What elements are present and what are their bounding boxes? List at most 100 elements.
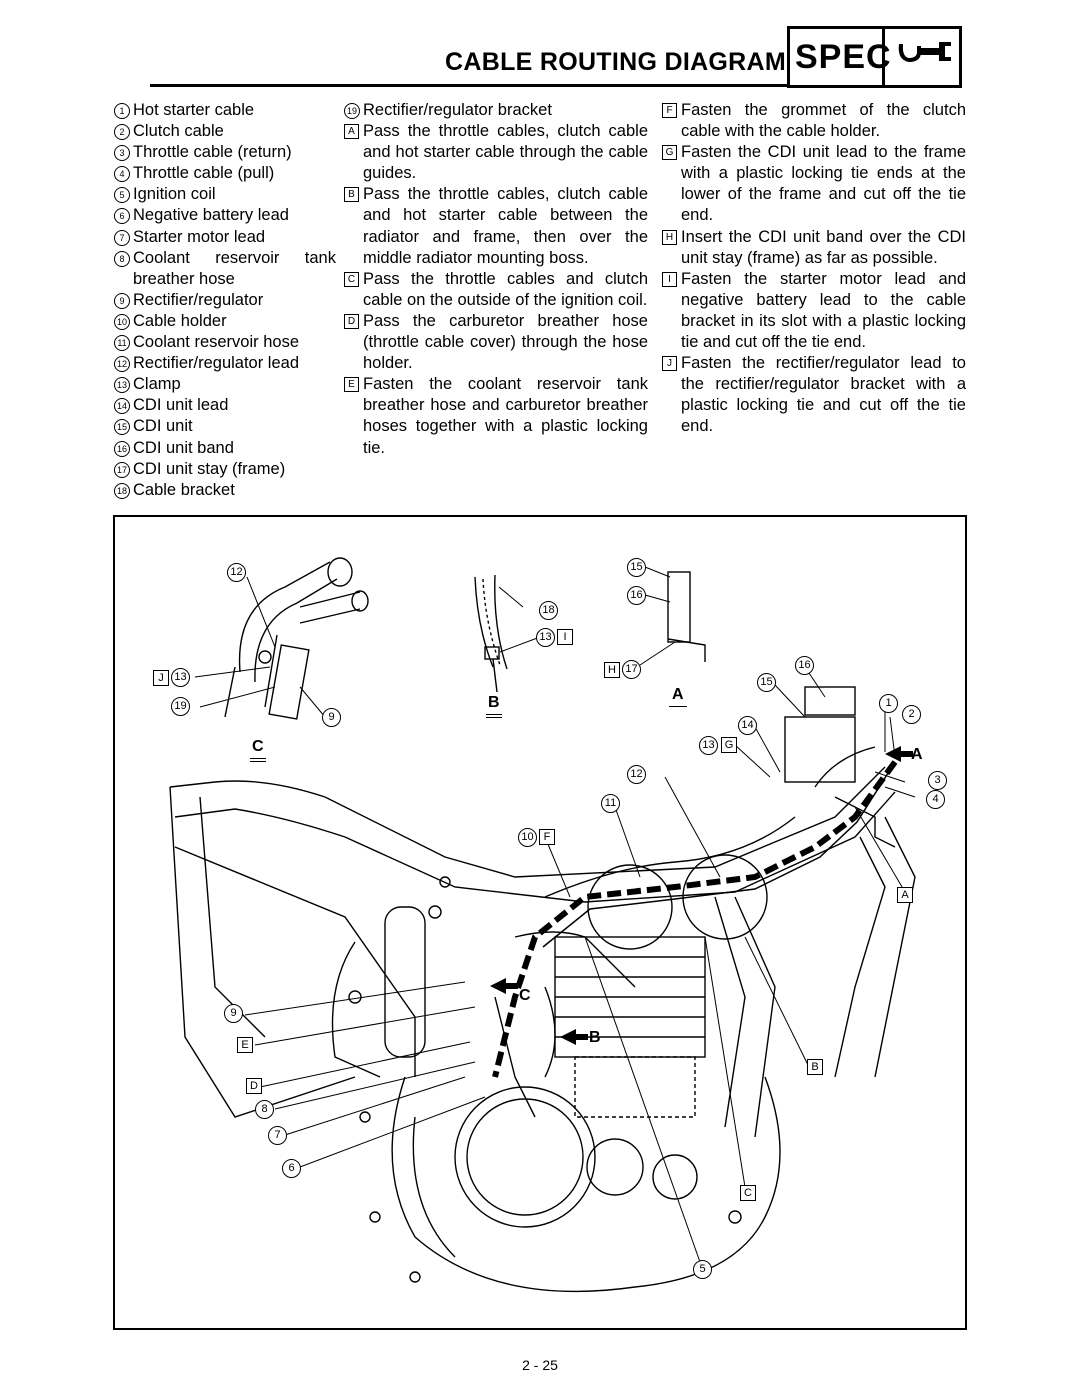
marker-label: 3: [114, 145, 130, 162]
part-name: Rectifier/regulator bracket: [363, 101, 552, 119]
part-number-marker: 13: [114, 374, 133, 394]
part-number-marker: 11: [114, 332, 133, 352]
instruction-letter-marker: A: [344, 121, 363, 140]
marker-label: H: [662, 229, 677, 245]
part-number-marker: 12: [114, 353, 133, 373]
part-number-marker: 18: [114, 480, 133, 499]
callout-2: 2: [902, 705, 921, 724]
marker-label: E: [344, 377, 359, 393]
view-arrows: [490, 746, 913, 1045]
instruction-letter-marker: F: [662, 100, 681, 118]
callout-d: D: [246, 1078, 262, 1094]
marker-label: 17: [114, 461, 130, 478]
marker-label: 8: [114, 250, 130, 267]
part-number-marker: 17: [114, 459, 133, 478]
part-name: CDI unit: [133, 417, 193, 436]
instruction-text: Fasten the grommet of the clutch cable w…: [681, 101, 966, 141]
callout-16a: 16: [627, 586, 646, 605]
marker-label: 19: [344, 103, 360, 119]
part-number-marker: 6: [114, 205, 133, 225]
arrow-label-a: A: [911, 746, 923, 763]
marker-label: I: [662, 271, 677, 287]
wrench-icon: [898, 42, 951, 62]
instruction-text: Fasten the rectifier/regulator lead to t…: [681, 354, 966, 436]
callout-8: 8: [255, 1100, 274, 1119]
callout-15b: 15: [757, 673, 776, 692]
instruction-text: Pass the throttle cables, clutch cable a…: [363, 122, 648, 183]
callout-10f: 10: [518, 828, 537, 847]
instruction-text: Fasten the coolant reservoir tank breath…: [363, 375, 648, 457]
arrow-label-b: B: [589, 1029, 601, 1046]
marker-label: 10: [114, 313, 130, 330]
part-name: Starter motor lead: [133, 227, 266, 246]
instruction-text: Pass the throttle cables and clutch cabl…: [363, 269, 648, 309]
callout-c: C: [740, 1185, 756, 1201]
part-name: Clamp: [133, 375, 181, 394]
view-label-a: A: [672, 686, 684, 703]
part-number-marker: 7: [114, 227, 133, 246]
callout-9a: 9: [322, 708, 341, 727]
marker-label: 13: [114, 377, 130, 394]
callout-6: 6: [282, 1159, 301, 1178]
callout-12b: 12: [627, 765, 646, 784]
instruction-text: Fasten the starter motor lead and negati…: [681, 269, 966, 352]
part-name: Coolant reservoir hose: [133, 333, 299, 352]
marker-label: 18: [114, 482, 130, 499]
view-underline-a: [669, 706, 687, 707]
part-number-marker: 4: [114, 163, 133, 183]
marker-label: B: [344, 187, 359, 203]
part-name: Coolant reservoir tank breather hose: [133, 248, 336, 288]
part-number-marker: 8: [114, 248, 133, 267]
callout-f: F: [539, 829, 555, 845]
instruction-letter-marker: E: [344, 374, 363, 393]
callout-5: 5: [693, 1260, 712, 1279]
marker-label: 16: [114, 440, 130, 457]
part-name: CDI unit stay (frame): [133, 459, 286, 478]
marker-label: G: [662, 145, 677, 161]
view-underline-c2: [250, 761, 266, 762]
instruction-letter-marker: H: [662, 227, 681, 245]
callout-h: H: [604, 662, 620, 678]
view-label-c: C: [252, 738, 264, 755]
page-number: 2 - 25: [522, 1357, 558, 1373]
part-name: CDI unit band: [133, 438, 234, 457]
part-number-marker: 10: [114, 311, 133, 330]
part-number-marker: 15: [114, 416, 133, 436]
marker-label: 9: [114, 292, 130, 309]
spec-label: SPEC: [795, 38, 892, 76]
part-number-marker: 19: [344, 100, 363, 119]
marker-label: 11: [114, 335, 130, 352]
marker-label: 6: [114, 208, 130, 225]
cable-routing-figure: 12 J 13 19 9 C 15 16 18 13 I H 17 B A 16…: [113, 515, 967, 1330]
marker-label: 5: [114, 187, 130, 204]
part-number-marker: 14: [114, 395, 133, 415]
callout-13i: 13: [536, 628, 555, 647]
main-frame-drawing: [169, 686, 916, 1293]
instruction-letter-marker: G: [662, 142, 681, 161]
marker-label: 2: [114, 124, 130, 141]
callout-i: I: [557, 629, 573, 645]
callout-b: B: [807, 1059, 823, 1075]
instructions-column-3: F Fasten the grommet of the clutch cable …: [662, 100, 966, 438]
part-name: Throttle cable (return): [133, 143, 292, 162]
callout-11: 11: [601, 794, 620, 813]
callout-13a: 13: [171, 668, 190, 687]
callout-e: E: [237, 1037, 253, 1053]
marker-label: F: [662, 103, 677, 118]
callout-4: 4: [926, 790, 945, 809]
